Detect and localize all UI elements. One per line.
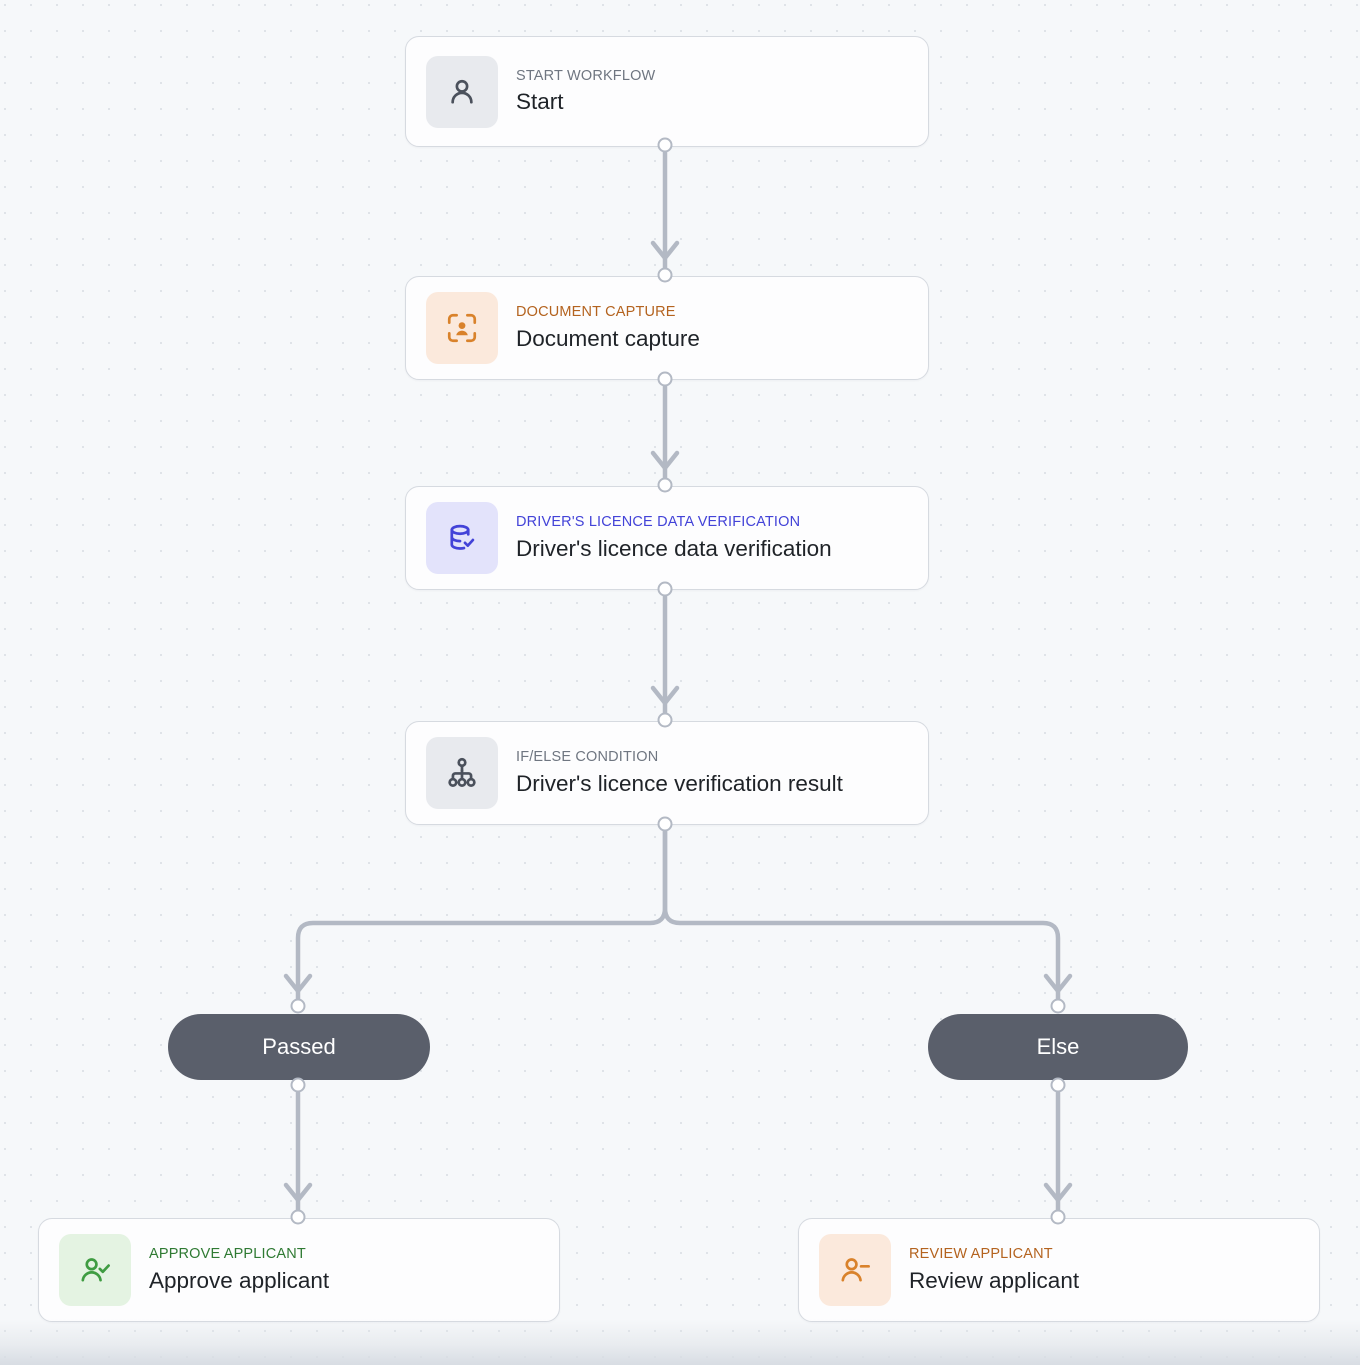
handle-document-capture-target[interactable] [657,267,673,283]
arrowhead-approve-applicant [283,1182,313,1203]
node-drivers-licence-data-verification[interactable]: DRIVER'S LICENCE DATA VERIFICATION Drive… [405,486,929,590]
node-text-approve-applicant: APPROVE APPLICANT Approve applicant [149,1245,329,1294]
node-title: Driver's licence data verification [516,535,832,561]
branch-pill-label: Else [1036,1034,1080,1059]
arrowhead-review-applicant [1043,1182,1073,1203]
document-scan-face-icon [426,292,498,364]
handle-start-source[interactable] [657,137,673,153]
arrowhead-passed [283,973,313,994]
node-text-document-capture: DOCUMENT CAPTURE Document capture [516,303,700,352]
branch-pill-else[interactable]: Else [928,1014,1188,1080]
node-text-drivers-licence-verification-result: IF/ELSE CONDITION Driver's licence verif… [516,748,843,797]
handle-licence-verification-source[interactable] [657,581,673,597]
node-title: Review applicant [909,1267,1080,1293]
handle-document-capture-source[interactable] [657,371,673,387]
branch-pill-label: Passed [262,1034,336,1059]
handle-approve-applicant-target[interactable] [290,1209,306,1225]
handle-condition-target[interactable] [657,712,673,728]
arrowhead-condition [650,685,680,706]
node-approve-applicant[interactable]: APPROVE APPLICANT Approve applicant [38,1218,560,1322]
node-eyebrow: APPROVE APPLICANT [149,1246,306,1263]
node-eyebrow: DRIVER'S LICENCE DATA VERIFICATION [516,514,801,531]
arrowhead-licence-verification [650,450,680,471]
node-text-drivers-licence-data-verification: DRIVER'S LICENCE DATA VERIFICATION Drive… [516,513,832,562]
handle-review-applicant-target[interactable] [1050,1209,1066,1225]
node-eyebrow: DOCUMENT CAPTURE [516,304,676,321]
node-start[interactable]: START WORKFLOW Start [405,36,929,147]
arrowhead-else [1043,973,1073,994]
node-drivers-licence-verification-result[interactable]: IF/ELSE CONDITION Driver's licence verif… [405,721,929,825]
branch-pill-passed[interactable]: Passed [168,1014,430,1080]
node-text-start: START WORKFLOW Start [516,67,655,116]
node-title: Approve applicant [149,1267,330,1293]
node-text-review-applicant: REVIEW APPLICANT Review applicant [909,1245,1079,1294]
user-check-icon [59,1234,131,1306]
branch-hierarchy-icon [426,737,498,809]
handle-else-target[interactable] [1050,998,1066,1014]
node-title: Document capture [516,325,700,351]
user-icon [426,55,498,128]
handle-condition-source[interactable] [657,816,673,832]
node-review-applicant[interactable]: REVIEW APPLICANT Review applicant [798,1218,1320,1322]
node-eyebrow: START WORKFLOW [516,67,656,84]
edge-condition-to-passed [295,823,668,1008]
handle-passed-target[interactable] [290,998,306,1014]
arrowhead-document-capture [650,240,680,261]
handle-licence-verification-target[interactable] [657,477,673,493]
handle-passed-source[interactable] [290,1077,306,1093]
handle-else-source[interactable] [1050,1077,1066,1093]
node-document-capture[interactable]: DOCUMENT CAPTURE Document capture [405,276,929,380]
node-eyebrow: IF/ELSE CONDITION [516,749,659,766]
database-check-icon [426,502,498,574]
edge-condition-to-else [662,823,1061,1008]
node-title: Start [516,89,564,114]
node-eyebrow: REVIEW APPLICANT [909,1246,1053,1263]
user-minus-icon [819,1234,891,1306]
node-title: Driver's licence verification result [516,770,843,796]
